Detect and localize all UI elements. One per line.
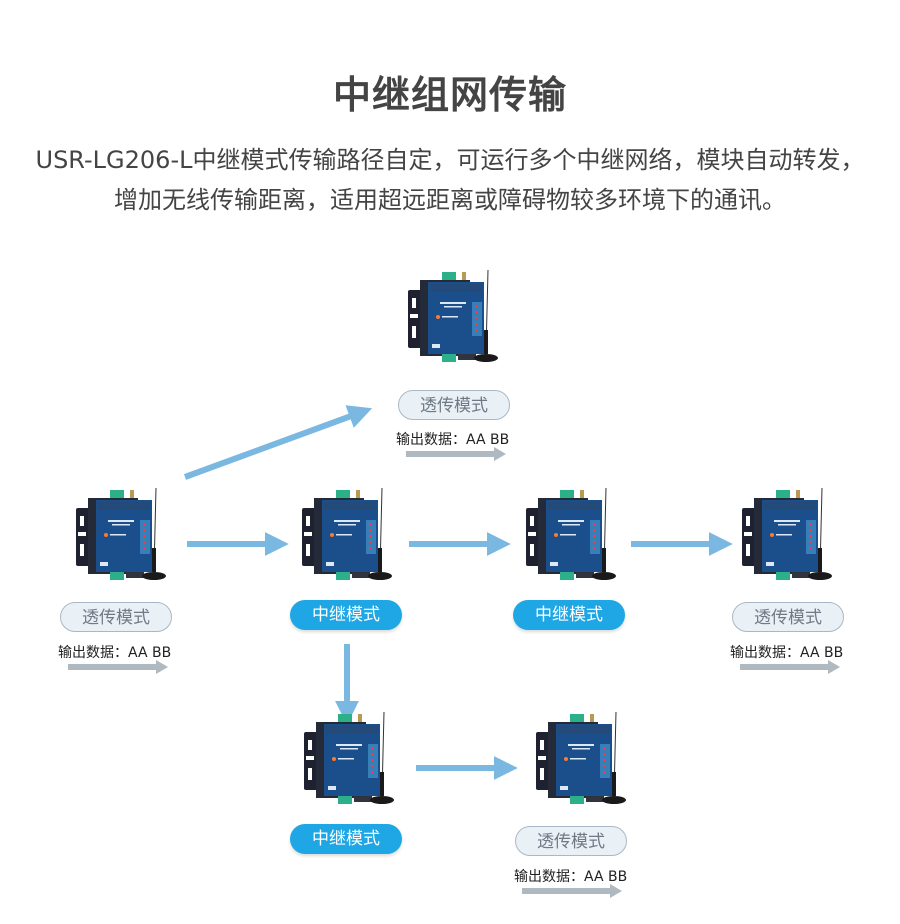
output-arrow-left: [68, 660, 168, 674]
output-label-top: 输出数据：AA BB: [396, 432, 510, 448]
page-title: 中继组网传输: [332, 73, 567, 117]
output-label-bottom-right: 输出数据：AA BB: [514, 869, 628, 885]
flow-arrow-left-to-top: [183, 405, 373, 480]
mode-pill-relay-2: 中继模式: [513, 600, 625, 630]
mode-pill-relay-1: 中继模式: [290, 600, 402, 630]
output-label-left: 输出数据：AA BB: [58, 645, 172, 661]
description-line-2: 增加无线传输距离，适用超远距离或障碍物较多环境下的通讯。: [114, 186, 786, 214]
lora-converter-icon: [742, 487, 832, 580]
mode-pill-right: 透传模式: [732, 602, 844, 632]
output-arrow-top: [406, 447, 506, 461]
device-image-relay-2: [520, 487, 620, 588]
lora-converter-icon: [304, 711, 394, 804]
description-line-1: USR-LG206-L中继模式传输路径自定，可运行多个中继网络，模块自动转发，: [35, 146, 865, 174]
output-arrow-right: [740, 660, 840, 674]
device-image-bottom-right: [530, 711, 630, 812]
device-image-top: [402, 269, 502, 370]
device-image-relay-1: [296, 487, 396, 588]
device-image-left: [70, 487, 170, 588]
lora-converter-icon: [526, 487, 616, 580]
lora-converter-icon: [536, 711, 626, 804]
mode-pill-bottom-right: 透传模式: [515, 826, 627, 856]
device-image-right: [736, 487, 836, 588]
mode-pill-top: 透传模式: [398, 390, 510, 420]
lora-converter-icon: [408, 269, 498, 362]
mode-pill-left: 透传模式: [60, 602, 172, 632]
output-arrow-bottom-right: [522, 884, 622, 898]
lora-converter-icon: [302, 487, 392, 580]
lora-converter-icon: [76, 487, 166, 580]
device-image-relay-3: [298, 711, 398, 812]
output-label-right: 输出数据：AA BB: [730, 645, 844, 661]
mode-pill-relay-3: 中继模式: [290, 824, 402, 854]
